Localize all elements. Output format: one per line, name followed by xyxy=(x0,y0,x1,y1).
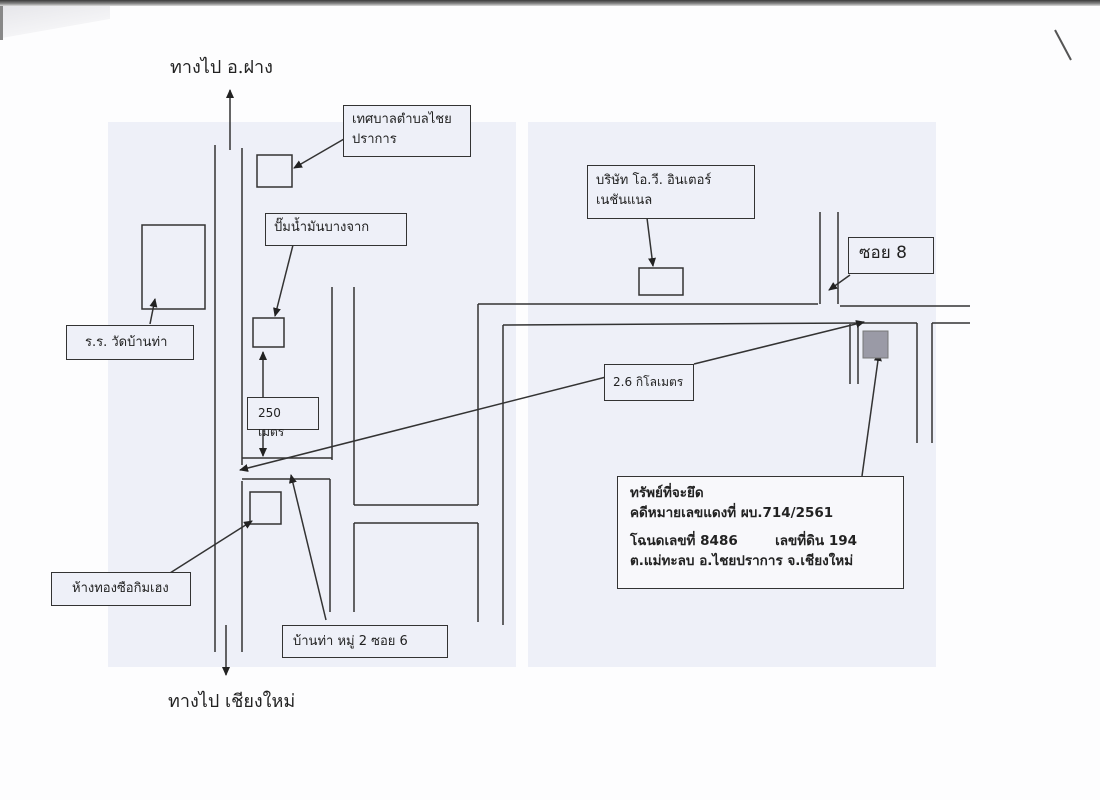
property-location: ต.แม่ทะลบ อ.ไชยปราการ จ.เชียงใหม่ xyxy=(630,553,854,569)
municipality-label: เทศบาลตำบลไชย ปราการ xyxy=(343,105,471,157)
school-label: ร.ร. วัดบ้านท่า xyxy=(66,325,194,360)
company-label-line2: เนชันแนล xyxy=(596,193,653,208)
municipality-label-line2: ปราการ xyxy=(352,132,397,147)
direction-south-label: ทางไป เชียงใหม่ xyxy=(168,691,296,712)
direction-north-label: ทางไป อ.ฝาง xyxy=(170,57,273,78)
soi-8-label: ซอย 8 xyxy=(848,237,934,274)
deed-number: โฉนดเลขที่ 8486 xyxy=(630,533,738,549)
company-label: บริษัท โอ.วี. อินเตอร์ เนชันแนล xyxy=(587,165,755,219)
deed-row: โฉนดเลขที่ 8486 เลขที่ดิน 194 xyxy=(630,531,891,551)
case-number: คดีหมายเลขแดงที่ ผบ.714/2561 xyxy=(630,505,834,521)
village-soi-label: บ้านท่า หมู่ 2 ซอย 6 xyxy=(282,625,448,658)
property-heading: ทรัพย์ที่จะยึด xyxy=(630,485,704,501)
scan-top-edge xyxy=(0,0,1100,6)
land-number: เลขที่ดิน 194 xyxy=(775,533,858,549)
gas-station-label: ปั๊มน้ำมันบางจาก xyxy=(265,213,407,246)
gas-station-building xyxy=(252,317,285,348)
scan-left-edge xyxy=(0,6,3,40)
property-marker xyxy=(862,330,889,359)
gold-shop-building xyxy=(249,491,282,525)
paper-curl xyxy=(0,6,110,40)
distance-250m-label: 250 เมตร xyxy=(247,397,319,439)
company-label-line1: บริษัท โอ.วี. อินเตอร์ xyxy=(596,173,712,188)
property-info-box: ทรัพย์ที่จะยึด คดีหมายเลขแดงที่ ผบ.714/2… xyxy=(617,476,904,589)
municipality-building xyxy=(256,154,293,188)
school-building xyxy=(141,224,206,310)
gold-shop-label: ห้างทองซือกิมเฮง xyxy=(51,572,191,606)
company-building xyxy=(638,267,684,296)
municipality-label-line1: เทศบาลตำบลไชย xyxy=(352,112,452,127)
distance-2-6km-label: 2.6 กิโลเมตร xyxy=(604,364,694,401)
